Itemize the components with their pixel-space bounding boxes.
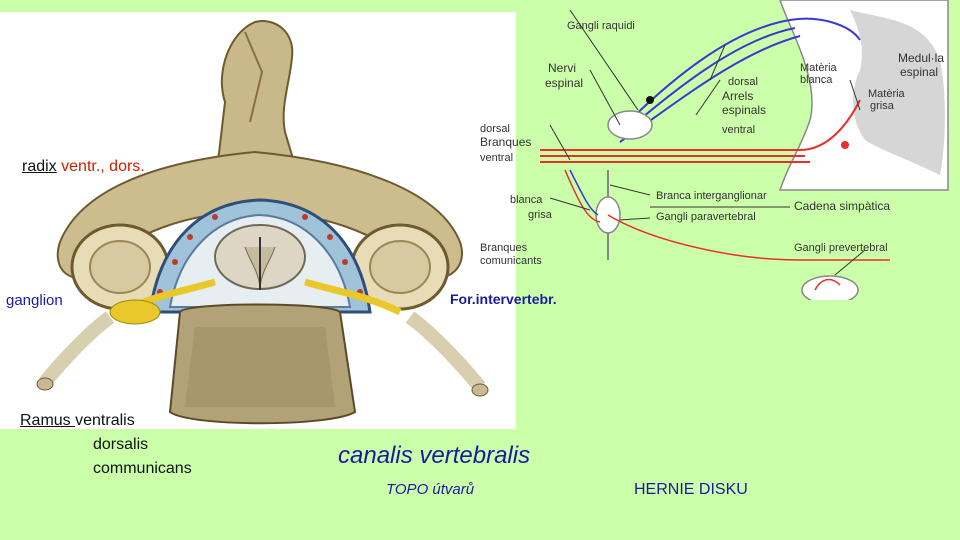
vertebra-drawing — [36, 20, 489, 425]
topo-utvaru-label: TOPO útvarů — [386, 481, 475, 498]
label-medul-la-1: Medul·la — [898, 51, 945, 65]
label-ventral-branques: ventral — [480, 152, 514, 164]
foramen-label: For.intervertebr. — [450, 291, 557, 307]
hernie-disku-label: HERNIE DISKU — [634, 481, 748, 498]
ganglion-label: ganglion — [6, 292, 63, 309]
radix-ventr-dors: ventr., dors. — [61, 158, 145, 175]
label-ventral-arrels: ventral — [722, 124, 756, 136]
label-blanca: blanca — [510, 194, 543, 206]
label-gangli-raquidi: Gangli raquidi — [567, 20, 635, 32]
label-gangli-prevertebral: Gangli prevertebral — [794, 242, 888, 254]
label-nervi: Nervi — [548, 61, 577, 75]
canalis-vertebralis-label: canalis vertebralis — [338, 442, 531, 469]
vertebra-illustration — [0, 12, 516, 429]
radix-label: radix ventr., dors. — [22, 158, 145, 176]
label-cadena-simpatica: Cadena simpàtica — [794, 199, 891, 213]
label-espinals: espinals — [722, 103, 767, 117]
ramus-dorsalis: dorsalis — [93, 436, 149, 453]
ramus-word: Ramus — [20, 412, 76, 429]
label-grisa: grisa — [528, 209, 552, 221]
label-branques: Branques — [480, 135, 532, 149]
label-branca-interganglionar: Branca interganglionar — [656, 190, 767, 202]
spinal-nerve-schematic: Gangli raquidi Nervi espinal dorsal Arre… — [470, 0, 960, 305]
radix-word: radix — [22, 158, 57, 175]
label-materia-grisa-2: grisa — [870, 100, 894, 112]
ramus-ventralis: ventralis — [75, 412, 135, 429]
label-dorsal-arrels: dorsal — [728, 76, 758, 88]
label-materia-blanca-1: Matèria — [800, 62, 837, 74]
label-arrels: Arrels — [722, 89, 754, 103]
label-espinal: espinal — [545, 76, 584, 90]
label-branques-comunicants-2: comunicants — [480, 255, 542, 267]
label-medul-la-2: espinal — [900, 65, 939, 79]
label-branques-comunicants-1: Branques — [480, 242, 528, 254]
label-materia-grisa-1: Matèria — [868, 88, 905, 100]
label-materia-blanca-2: blanca — [800, 74, 833, 86]
label-dorsal-branques: dorsal — [480, 123, 510, 135]
ramus-communicans: communicans — [93, 460, 192, 477]
schematic-drawing — [540, 0, 949, 305]
ramus-label: Ramus ventralis — [20, 412, 135, 430]
label-gangli-paravertebral: Gangli paravertebral — [656, 211, 756, 223]
